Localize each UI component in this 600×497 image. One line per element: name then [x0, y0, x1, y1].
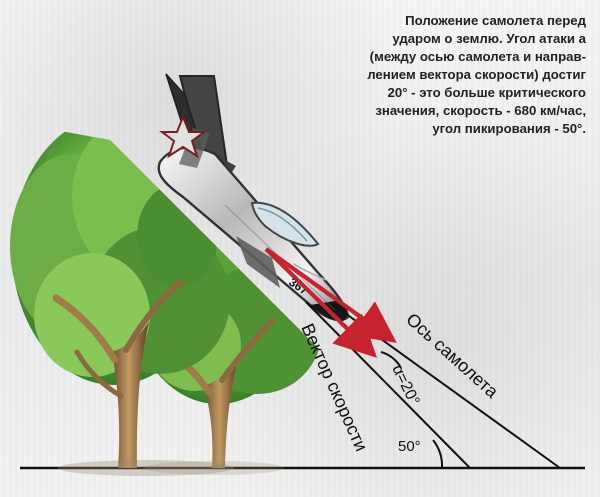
front-tree: [10, 120, 230, 468]
dive-angle-label: 50°: [398, 438, 421, 455]
velocity-vector-arrow: [264, 247, 377, 358]
diagram-caption: Положение самолета перед ударом о землю.…: [367, 13, 586, 136]
tree-ground-shadow: [58, 460, 284, 476]
attack-angle-label: α=20°: [388, 362, 422, 408]
dive-angle-arc: [432, 439, 444, 469]
alpha-angle-arc: [380, 351, 402, 369]
